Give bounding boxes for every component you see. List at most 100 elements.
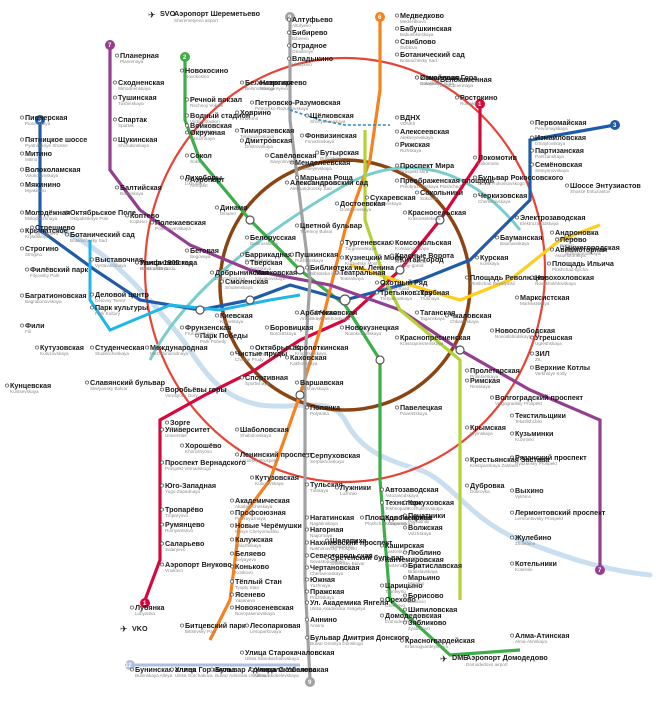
airport-svo[interactable]: ✈ SVO Аэропорт Шереметьево Sheremetyevo …	[148, 9, 261, 23]
station-55[interactable]: Петровско-РазумовскаяPetrovsko-Razumovsk…	[250, 98, 341, 111]
airport-vko[interactable]: ✈ VKO	[120, 624, 148, 634]
